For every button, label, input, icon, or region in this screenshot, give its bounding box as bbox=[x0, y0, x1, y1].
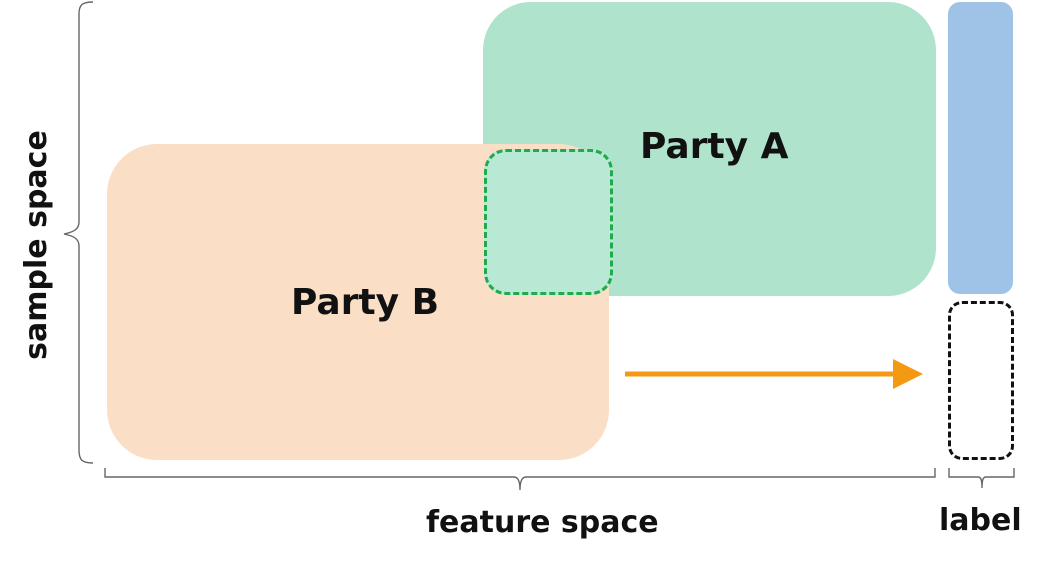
label-axis-label: label bbox=[939, 503, 1022, 538]
label-column-empty bbox=[948, 301, 1014, 460]
feature-space-brace bbox=[104, 468, 936, 491]
label-brace bbox=[948, 468, 1015, 489]
label-transfer-arrow bbox=[625, 359, 923, 389]
sample-space-brace bbox=[63, 1, 94, 464]
feature-space-label: feature space bbox=[426, 505, 659, 540]
overlap-region bbox=[484, 149, 613, 295]
arrow-head bbox=[893, 359, 923, 389]
party-b-label: Party B bbox=[291, 282, 440, 323]
party-a-label: Party A bbox=[640, 126, 789, 167]
sample-space-label: sample space bbox=[19, 130, 54, 360]
label-column-filled bbox=[948, 2, 1013, 294]
